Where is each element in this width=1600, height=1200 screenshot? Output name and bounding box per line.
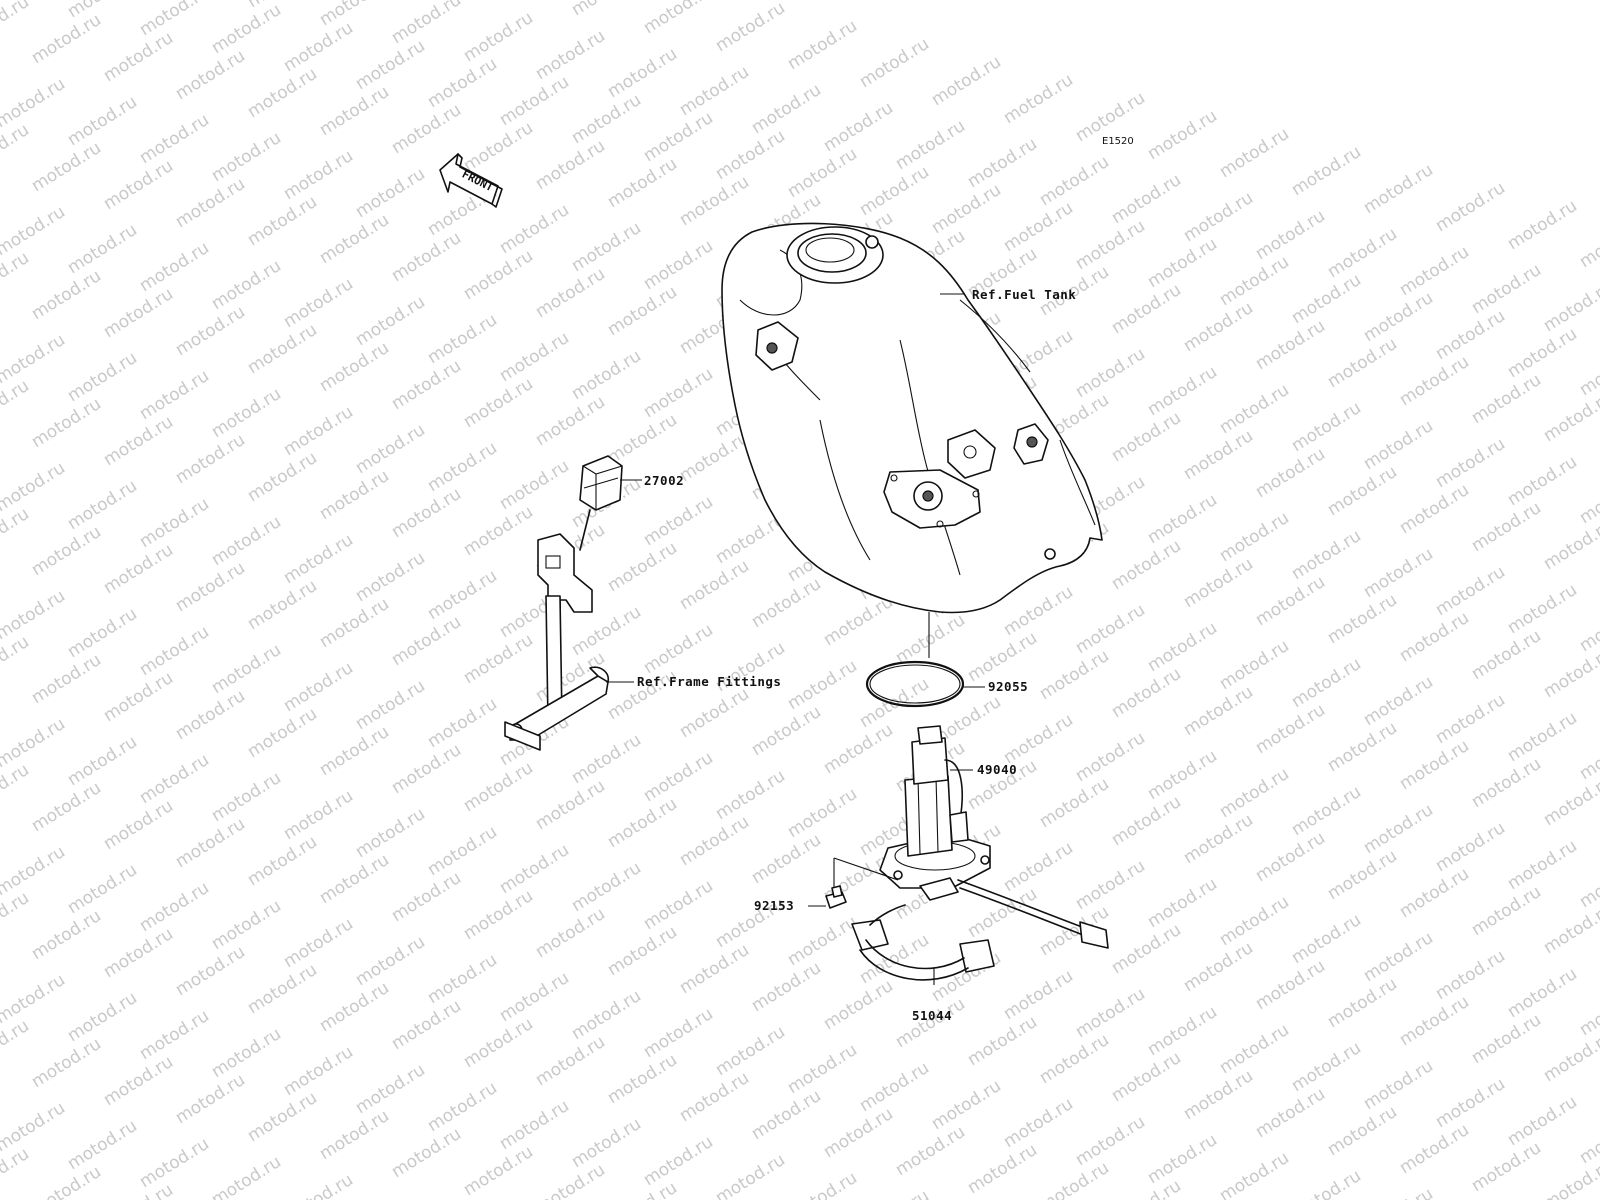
label-92055: 92055 bbox=[988, 679, 1029, 694]
label-27002: 27002 bbox=[644, 473, 685, 488]
label-49040: 49040 bbox=[977, 762, 1018, 777]
leader-lines bbox=[606, 293, 985, 985]
diagram-code: E1520 bbox=[1102, 136, 1134, 147]
bracket-assembly-drawing bbox=[504, 455, 623, 751]
bolt-92153-drawing bbox=[825, 885, 847, 909]
fuel-tank-drawing bbox=[721, 222, 1103, 614]
label-92153: 92153 bbox=[754, 898, 795, 913]
label-ref-frame-fittings: Ref.Frame Fittings bbox=[637, 674, 782, 689]
hose-51044-drawing bbox=[851, 904, 995, 981]
label-ref-fuel-tank: Ref.Fuel Tank bbox=[972, 287, 1077, 302]
label-51044: 51044 bbox=[912, 1008, 953, 1023]
o-ring-92055-drawing bbox=[865, 660, 965, 708]
fuel-pump-49040-drawing bbox=[833, 725, 1109, 949]
front-direction-arrow-icon: FRONT bbox=[439, 153, 503, 208]
